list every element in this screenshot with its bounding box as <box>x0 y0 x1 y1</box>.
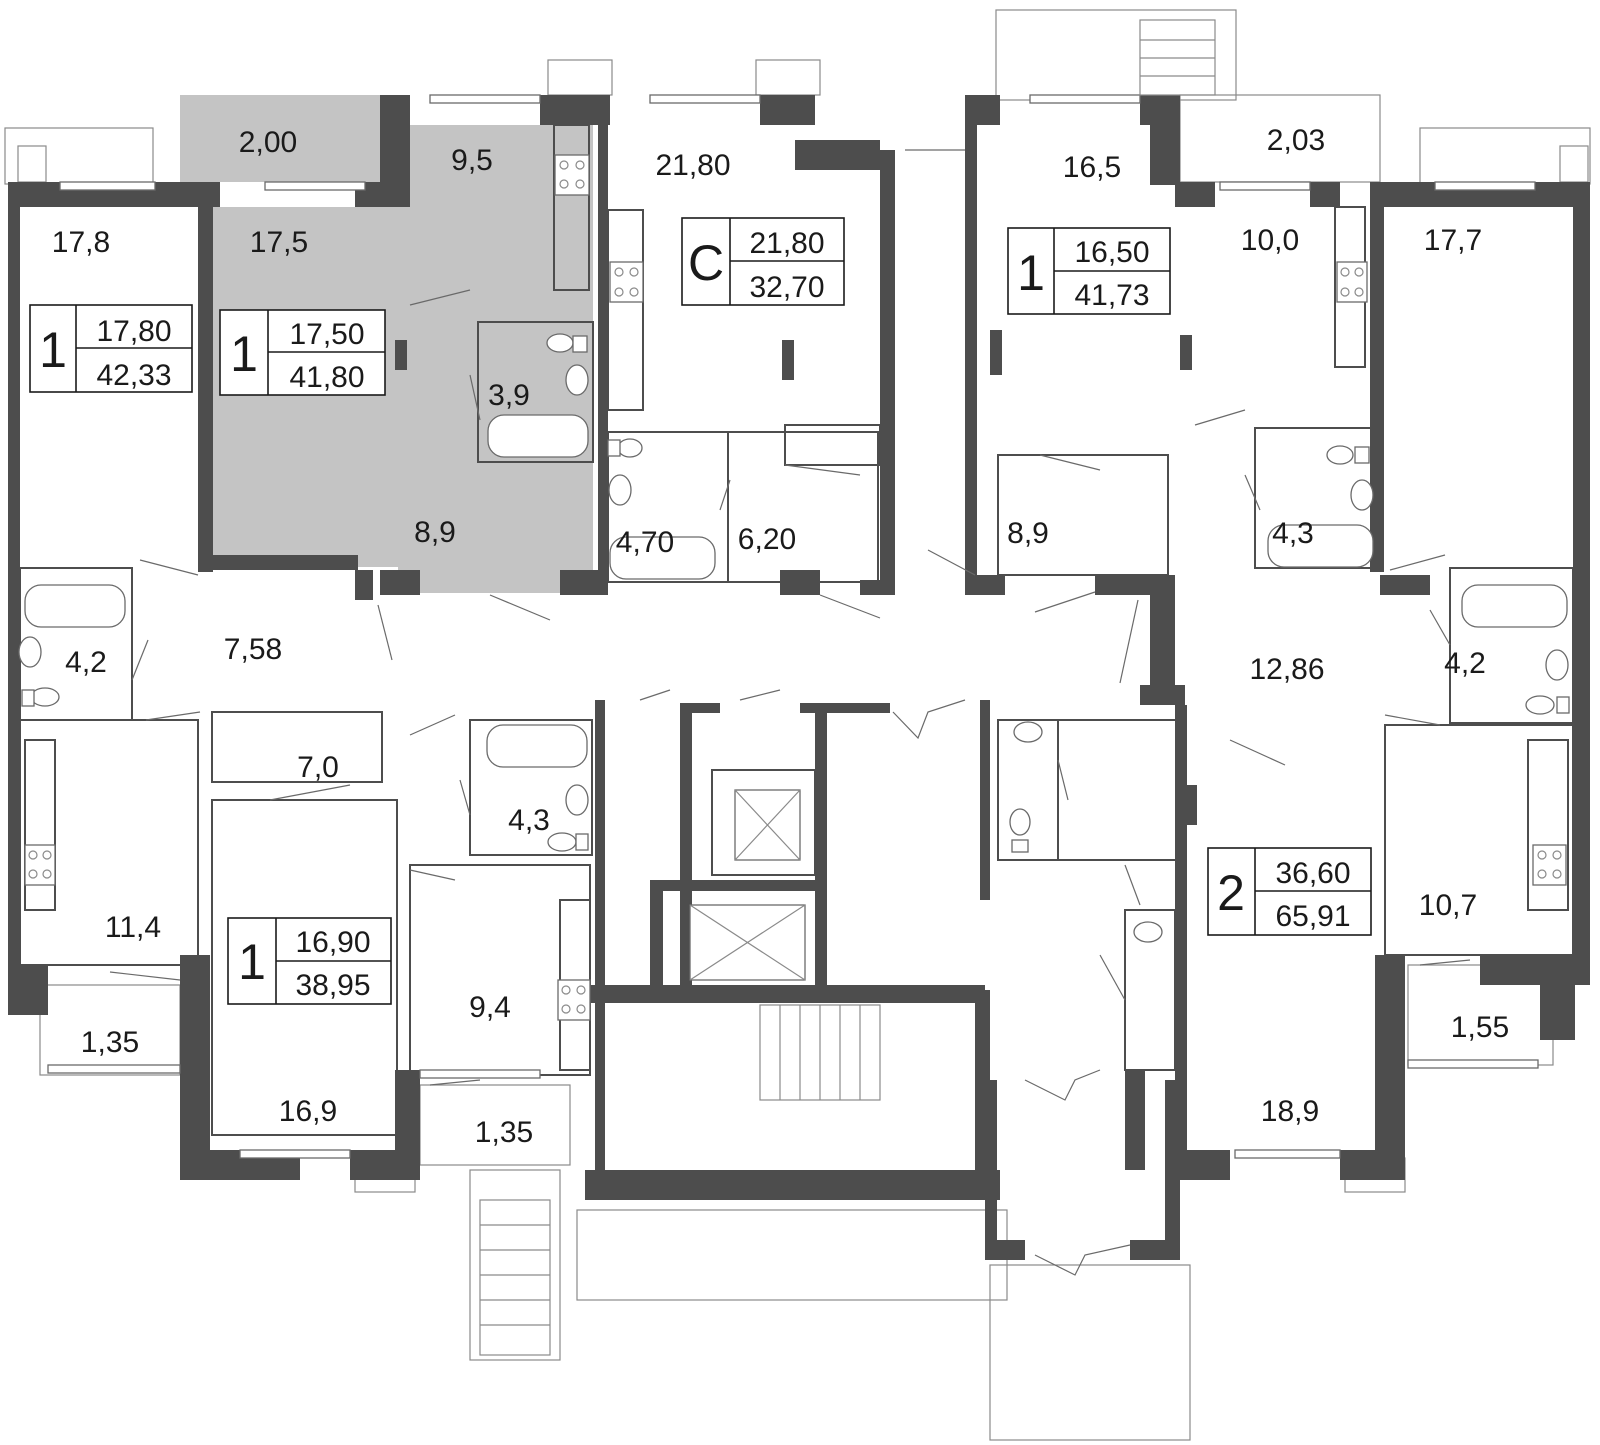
apartment-total-area: 32,70 <box>749 271 824 304</box>
apartment-rooms: 1 <box>1017 245 1045 301</box>
room-area: 9,4 <box>469 991 511 1024</box>
room-area: 7,0 <box>297 751 339 784</box>
sink-icon <box>1133 921 1163 943</box>
room-area: 8,9 <box>1007 517 1049 550</box>
toilet-icon <box>1009 808 1031 853</box>
room-area: 4,2 <box>65 646 107 679</box>
sink-icon <box>608 474 632 506</box>
apartment-living-area: 36,60 <box>1275 857 1350 890</box>
room-area: 11,4 <box>105 911 161 944</box>
sink-icon <box>565 364 589 396</box>
toilet-icon <box>607 438 643 458</box>
bathtub-icon <box>24 584 126 628</box>
toilet-icon <box>1525 695 1570 715</box>
room-area: 18,9 <box>1261 1095 1319 1128</box>
room-area: 10,7 <box>1419 889 1477 922</box>
stove-icon <box>1336 261 1368 303</box>
stove-icon <box>557 979 591 1021</box>
stove-icon <box>24 844 56 886</box>
apartment-rooms: 1 <box>238 934 266 990</box>
apartment-label: 1 16,90 38,95 <box>227 917 392 1005</box>
room-area: 17,7 <box>1424 224 1482 257</box>
apartment-total-area: 65,91 <box>1275 900 1350 933</box>
sink-icon <box>565 784 589 816</box>
apartment-total-area: 38,95 <box>295 969 370 1002</box>
room-area: 21,80 <box>655 149 730 182</box>
apartment-living-area: 17,80 <box>96 315 171 348</box>
stove-icon <box>609 261 644 303</box>
stairs-icon <box>1139 19 1216 96</box>
sink-icon <box>1545 649 1569 681</box>
room-area: 3,9 <box>488 379 530 412</box>
apartment-total-area: 42,33 <box>96 359 171 392</box>
bathtub-icon <box>486 724 588 768</box>
room-area: 4,3 <box>1272 517 1314 550</box>
room-area: 16,9 <box>279 1095 337 1128</box>
room-area: 4,3 <box>508 804 550 837</box>
apartment-rooms: 1 <box>230 326 258 382</box>
apartment-living-area: 16,90 <box>295 926 370 959</box>
toilet-icon <box>1326 445 1370 465</box>
stairs-icon <box>759 1004 881 1101</box>
room-area: 2,03 <box>1267 124 1325 157</box>
room-area: 12,86 <box>1249 653 1324 686</box>
stove-icon <box>554 154 590 196</box>
room-area: 4,2 <box>1444 647 1486 680</box>
partitions <box>19 124 1574 1136</box>
toilet-icon <box>21 687 60 707</box>
bathtub-icon <box>609 536 716 580</box>
apartment-total-area: 41,73 <box>1074 279 1149 312</box>
doors <box>109 149 1471 1276</box>
apartment-rooms: 1 <box>39 322 67 378</box>
sink-icon <box>18 636 42 668</box>
room-area: 16,5 <box>1063 151 1121 184</box>
sink-icon <box>1350 479 1374 511</box>
bathtub-icon <box>487 414 589 458</box>
apartment-label: 1 16,50 41,73 <box>1007 227 1171 315</box>
apartment-label: 1 17,80 42,33 <box>29 304 193 393</box>
apartment-rooms: 2 <box>1217 865 1245 921</box>
stove-icon <box>1532 844 1567 886</box>
sink-icon <box>1013 721 1043 743</box>
room-area: 4,70 <box>616 526 674 559</box>
apartment-label: 2 36,60 65,91 <box>1207 847 1372 936</box>
apartment-living-area: 17,50 <box>289 318 364 351</box>
elevator-icon <box>734 789 801 861</box>
apartment-living-area: 16,50 <box>1074 236 1149 269</box>
room-area: 2,00 <box>239 126 297 159</box>
room-area: 9,5 <box>451 144 493 177</box>
apartment-label: C 21,80 32,70 <box>681 217 845 306</box>
room-area: 17,8 <box>52 226 110 259</box>
room-area: 10,0 <box>1241 224 1299 257</box>
room-area: 1,55 <box>1451 1011 1509 1044</box>
room-area: 8,9 <box>414 516 456 549</box>
apartment-label: 1 17,50 41,80 <box>219 309 386 396</box>
room-labels: 2,00 9,5 21,80 16,5 2,03 17,8 17,5 10,0 … <box>52 124 1509 1149</box>
toilet-icon <box>546 333 588 353</box>
elevator-icon <box>689 904 806 981</box>
windows <box>47 94 1539 1159</box>
apartment-living-area: 21,80 <box>749 227 824 260</box>
room-area: 7,58 <box>224 633 282 666</box>
toilet-icon <box>547 832 589 852</box>
room-area: 1,35 <box>475 1116 533 1149</box>
stairs-icon <box>479 1199 551 1356</box>
apartment-total-area: 41,80 <box>289 361 364 394</box>
bathtub-icon <box>1267 524 1374 568</box>
room-area: 17,5 <box>250 226 308 259</box>
room-area: 1,35 <box>81 1026 139 1059</box>
bathtub-icon <box>1461 584 1568 628</box>
room-area: 6,20 <box>738 523 796 556</box>
apartment-rooms: C <box>688 235 724 291</box>
